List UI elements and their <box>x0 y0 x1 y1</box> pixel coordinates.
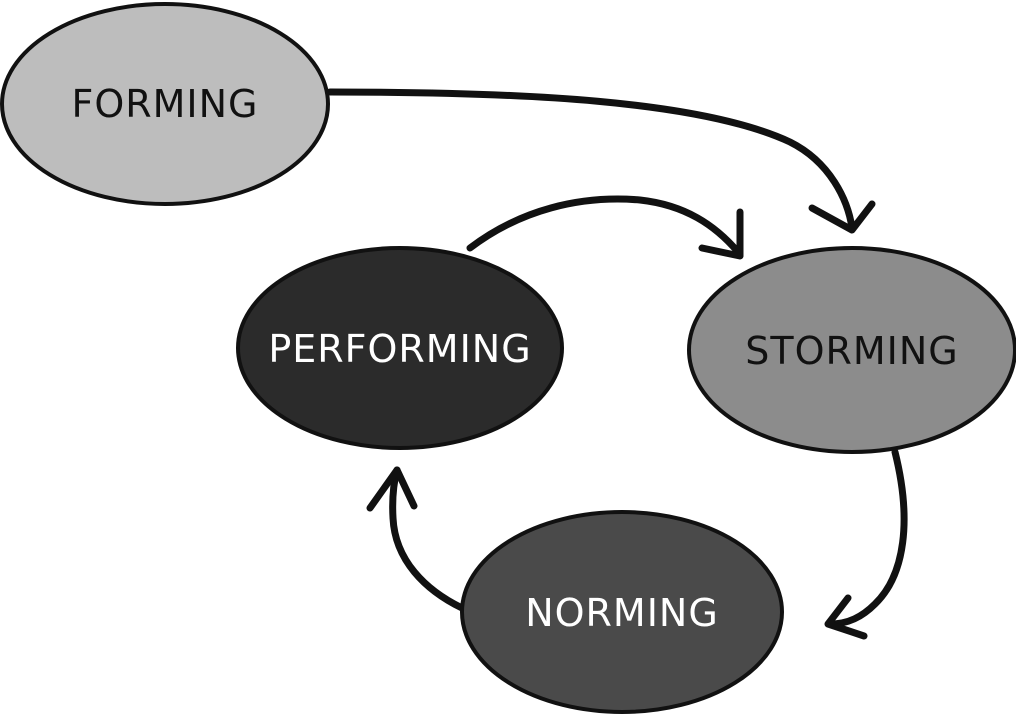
forming-label: FORMING <box>71 82 258 126</box>
stage-performing: PERFORMING <box>238 248 562 448</box>
stage-forming: FORMING <box>2 4 328 204</box>
storming-label: STORMING <box>745 329 959 373</box>
stage-norming: NORMING <box>462 512 782 712</box>
arrow-forming-to-storming <box>330 92 872 230</box>
arrow-storming-to-norming <box>828 452 904 636</box>
arrow-norming-to-performing <box>370 470 462 608</box>
arrow-performing-to-storming <box>470 199 740 256</box>
norming-label: NORMING <box>525 591 719 635</box>
stage-storming: STORMING <box>689 248 1015 452</box>
performing-label: PERFORMING <box>268 327 531 371</box>
